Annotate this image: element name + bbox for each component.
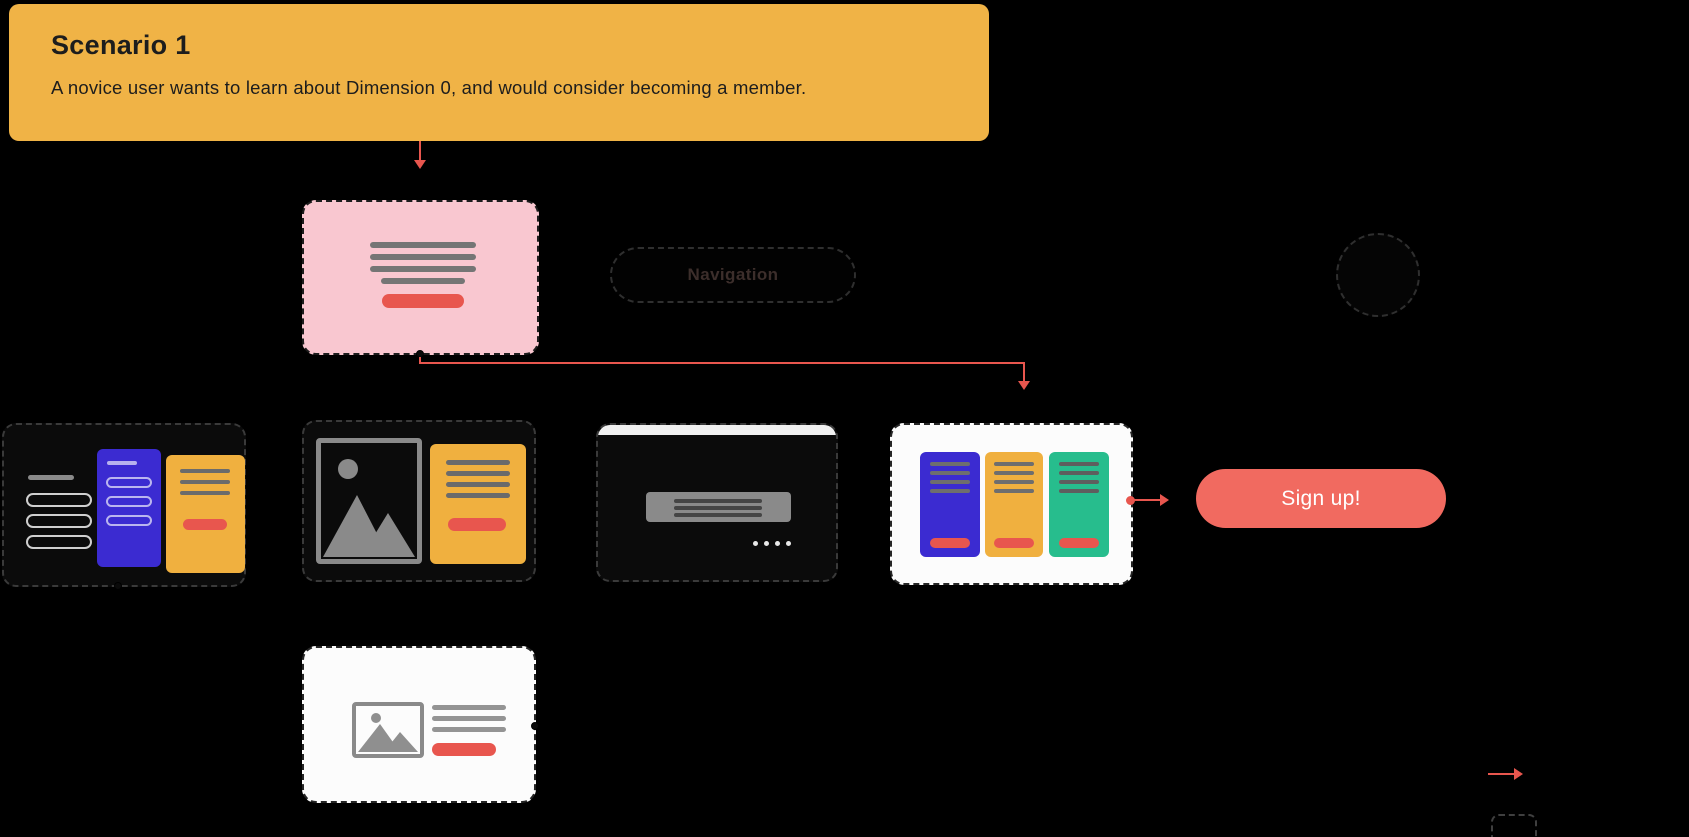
placeholder-line xyxy=(370,254,476,260)
placeholder-button xyxy=(448,518,506,531)
placeholder-line xyxy=(180,491,230,495)
placeholder-line xyxy=(930,480,970,484)
placeholder-line xyxy=(994,489,1034,493)
placeholder-line xyxy=(1059,471,1099,475)
placeholder-pill xyxy=(26,535,92,549)
placeholder-button xyxy=(994,538,1034,548)
placeholder-line xyxy=(432,705,506,710)
connector-stub[interactable] xyxy=(1488,773,1515,775)
navigation-pill[interactable]: Navigation xyxy=(610,247,856,303)
placeholder-button xyxy=(382,294,464,308)
carousel-slide-placeholder xyxy=(646,492,791,522)
connector-note-to-hero[interactable] xyxy=(419,141,421,161)
placeholder-pill xyxy=(106,477,152,488)
placeholder-circle[interactable] xyxy=(1336,233,1420,317)
scenario-note[interactable]: Scenario 1 A novice user wants to learn … xyxy=(9,4,989,141)
hero-wireframe-card[interactable] xyxy=(302,200,539,358)
connector-pricing-to-signup[interactable] xyxy=(1134,499,1161,501)
placeholder-button xyxy=(930,538,970,548)
arrowhead-right-icon xyxy=(1514,768,1523,780)
placeholder-line xyxy=(1059,462,1099,466)
placeholder-pill xyxy=(26,493,92,507)
arrowhead-down-icon xyxy=(414,160,426,169)
navigation-label: Navigation xyxy=(687,265,779,284)
thumbnail-placeholder-icon xyxy=(352,702,424,758)
placeholder-line xyxy=(994,462,1034,466)
placeholder-line xyxy=(930,489,970,493)
placeholder-line xyxy=(370,266,476,272)
connector-hero-to-pricing[interactable] xyxy=(1023,362,1025,383)
placeholder-line xyxy=(1059,480,1099,484)
scenario-title: Scenario 1 xyxy=(51,30,191,60)
placeholder-pill xyxy=(26,514,92,528)
placeholder-button xyxy=(432,743,496,756)
placeholder-line xyxy=(446,471,510,476)
connector-hero-to-pricing[interactable] xyxy=(419,357,421,364)
image-placeholder-icon xyxy=(316,438,422,564)
placeholder-line xyxy=(180,469,230,473)
panel-yellow xyxy=(430,444,526,564)
pricing-dark-wireframe-card[interactable] xyxy=(2,423,246,590)
placeholder-pill xyxy=(106,515,152,526)
browser-topbar xyxy=(598,425,836,435)
panel-yellow xyxy=(985,452,1043,557)
placeholder-button xyxy=(1059,538,1099,548)
placeholder-line xyxy=(446,482,510,487)
panel-indigo xyxy=(97,449,161,567)
signup-button[interactable]: Sign up! xyxy=(1196,469,1446,528)
pricing-light-wireframe-card[interactable] xyxy=(890,423,1133,585)
connector-anchor-dot[interactable] xyxy=(531,722,539,730)
connector-hero-to-pricing[interactable] xyxy=(419,362,1025,364)
placeholder-line xyxy=(674,506,762,510)
carousel-wireframe-card[interactable] xyxy=(596,423,838,582)
panel-green xyxy=(1049,452,1109,557)
panel-yellow xyxy=(166,455,245,573)
placeholder-line xyxy=(432,716,506,721)
placeholder-line xyxy=(446,460,510,465)
offscreen-placeholder-fragment[interactable] xyxy=(1491,814,1537,837)
placeholder-line xyxy=(1059,489,1099,493)
placeholder-line xyxy=(381,278,465,284)
arrowhead-down-icon xyxy=(1018,381,1030,390)
placeholder-line xyxy=(432,727,506,732)
placeholder-line xyxy=(674,513,762,517)
placeholder-line xyxy=(28,475,74,480)
article-wireframe-card[interactable] xyxy=(302,646,539,803)
panel-indigo xyxy=(920,452,980,557)
placeholder-line xyxy=(370,242,476,248)
placeholder-line xyxy=(674,499,762,503)
placeholder-line xyxy=(446,493,510,498)
placeholder-line xyxy=(930,471,970,475)
placeholder-line xyxy=(107,461,137,465)
connector-anchor-dot[interactable] xyxy=(114,582,122,590)
arrowhead-right-icon xyxy=(1160,494,1169,506)
placeholder-pill xyxy=(106,496,152,507)
feature-image-wireframe-card[interactable] xyxy=(302,420,536,582)
signup-label: Sign up! xyxy=(1281,486,1361,510)
placeholder-line xyxy=(180,480,230,484)
placeholder-line xyxy=(930,462,970,466)
placeholder-button xyxy=(183,519,227,530)
scenario-description: A novice user wants to learn about Dimen… xyxy=(51,77,807,98)
placeholder-line xyxy=(994,480,1034,484)
placeholder-line xyxy=(994,471,1034,475)
